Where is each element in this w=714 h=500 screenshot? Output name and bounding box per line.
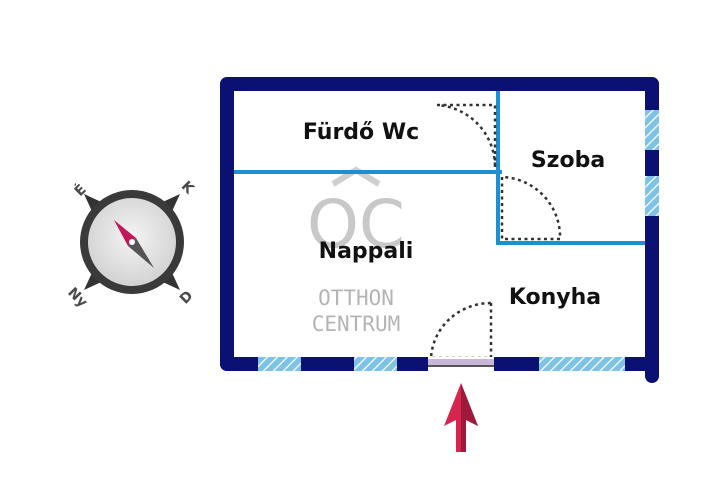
watermark-logo: OC: [307, 186, 405, 263]
compass-letter-east: K: [178, 178, 198, 198]
window-bottom-2: [354, 357, 397, 371]
entrance-arrow-shade: [461, 383, 478, 452]
entrance-arrow-icon: [444, 383, 478, 452]
window-right-upper: [645, 110, 659, 150]
window-bottom-3: [539, 357, 625, 371]
outer-wall: [220, 77, 659, 383]
compass-needle: [114, 220, 154, 268]
bathroom-door-swing: [436, 103, 497, 169]
bedroom-door-swing: [500, 175, 562, 241]
compass-icon: É K D Ny: [64, 178, 197, 311]
window-right-lower: [645, 176, 659, 216]
door-swings: [429, 103, 562, 360]
compass-needle-south: [128, 238, 154, 268]
watermark: OC OTTHON CENTRUM: [307, 166, 405, 336]
watermark-line1: OTTHON: [318, 286, 394, 310]
entrance-door: [428, 357, 494, 371]
room-label-kitchen: Konyha: [509, 285, 601, 310]
inner-walls: [233, 90, 646, 245]
window-bottom-1: [258, 357, 301, 371]
outer-walls: [220, 77, 659, 383]
compass-letter-south: D: [177, 288, 197, 308]
room-label-bedroom: Szoba: [531, 148, 605, 173]
windows: [258, 110, 659, 371]
watermark-line2: CENTRUM: [312, 312, 401, 336]
entrance-door-swing: [429, 301, 493, 360]
room-label-bathroom: Fürdő Wc: [303, 120, 419, 145]
room-label-living-room: Nappali: [319, 239, 414, 264]
entrance-door-threshold: [428, 359, 494, 366]
